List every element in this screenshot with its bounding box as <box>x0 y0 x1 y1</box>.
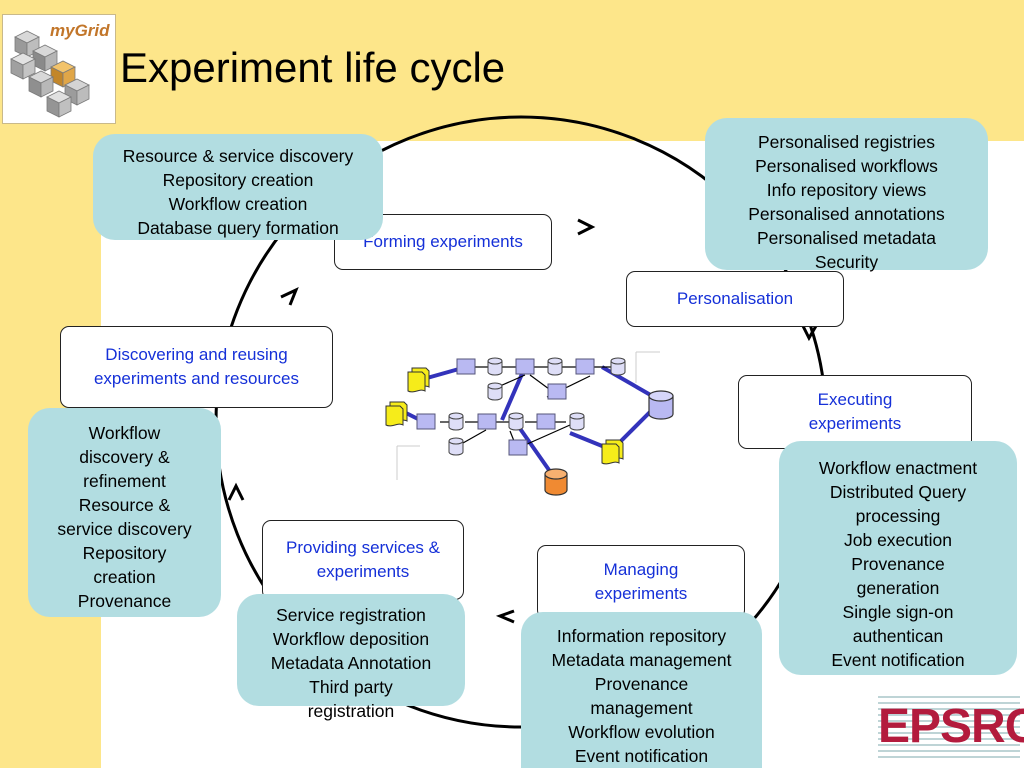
info-box-executing: Workflow enactment Distributed Query pro… <box>779 441 1017 675</box>
stage-providing-line: Providing services & <box>285 538 440 557</box>
info-discovering-item: Repository <box>82 543 167 563</box>
info-managing-item: Event notification <box>574 746 709 766</box>
info-executing-item: Event notification <box>831 650 965 670</box>
info-forming-item: Resource & service discovery <box>122 146 354 166</box>
epsrc-logo-text: EPSRC <box>878 700 1024 753</box>
stage-executing-experiments: Executing experiments <box>738 375 972 449</box>
info-box-personalisation: Personalised registries Personalised wor… <box>705 118 988 272</box>
mygrid-logo-text: myGrid <box>50 21 110 40</box>
info-box-discovering: Workflow discovery & refinement Resource… <box>28 408 221 617</box>
info-executing-item: Provenance <box>851 554 945 574</box>
info-personalisation-item: Personalised registries <box>757 132 936 152</box>
stage-executing-line: experiments <box>808 414 902 433</box>
workflow-graph <box>385 351 674 496</box>
info-personalisation-item: Info repository views <box>766 180 927 200</box>
cycle-arrow-top-icon <box>577 218 596 236</box>
info-personalisation-item: Personalised workflows <box>755 156 938 176</box>
stage-executing-line: Executing <box>817 390 893 409</box>
stage-discovering-reusing: Discovering and reusing experiments and … <box>60 326 333 408</box>
stage-managing-experiments: Managing experiments <box>537 545 745 619</box>
stage-forming-label: Forming experiments <box>363 232 523 251</box>
stage-personalisation: Personalisation <box>626 271 844 327</box>
info-box-managing: Information repository Metadata manageme… <box>521 612 762 768</box>
stage-discovering-line: experiments and resources <box>93 369 300 388</box>
stage-discovering-line: Discovering and reusing <box>105 345 288 364</box>
stage-personalisation-label: Personalisation <box>676 289 794 308</box>
info-executing-item: Workflow enactment <box>818 458 978 478</box>
info-executing-item: generation <box>856 578 940 598</box>
info-personalisation-item: Security <box>814 252 879 272</box>
cycle-arrow-left-icon <box>227 482 245 501</box>
page-title: Experiment life cycle <box>120 44 506 91</box>
info-personalisation-item: Personalised metadata <box>757 228 936 248</box>
info-discovering-item: discovery & <box>79 447 170 467</box>
info-discovering-item: creation <box>93 567 156 587</box>
info-providing-item: Metadata Annotation <box>270 653 432 673</box>
stage-managing-line: experiments <box>594 584 688 603</box>
info-executing-item: processing <box>855 506 941 526</box>
stage-providing-services: Providing services & experiments <box>262 520 464 600</box>
info-forming-item: Workflow creation <box>168 194 308 214</box>
cycle-arrow-right-upper-icon <box>800 323 818 342</box>
epsrc-logo: EPSRC <box>878 694 1024 760</box>
cycle-arrow-bottom-icon <box>495 609 515 624</box>
info-discovering-item: Resource & <box>78 495 171 515</box>
info-providing-item: Service registration <box>276 605 426 625</box>
info-forming-item: Database query formation <box>137 218 339 238</box>
info-managing-item: Information repository <box>556 626 727 646</box>
mygrid-logo: myGrid <box>2 14 116 124</box>
mygrid-cubes-icon <box>10 30 90 118</box>
info-providing-item: Workflow deposition <box>272 629 430 649</box>
info-personalisation-item: Personalised annotations <box>748 204 945 224</box>
info-executing-item: authentican <box>852 626 944 646</box>
info-providing-item: Third party <box>309 677 393 697</box>
info-discovering-item: refinement <box>83 471 166 491</box>
info-managing-item: management <box>590 698 693 718</box>
info-box-providing: Service registration Workflow deposition… <box>237 594 465 721</box>
info-providing-item: registration <box>307 701 395 721</box>
info-managing-item: Metadata management <box>551 650 732 670</box>
info-discovering-item: Provenance <box>77 591 172 611</box>
info-executing-item: Single sign-on <box>842 602 954 622</box>
stage-providing-line: experiments <box>316 562 410 581</box>
info-discovering-item: service discovery <box>57 519 192 539</box>
info-managing-item: Provenance <box>594 674 689 694</box>
cycle-arrow-upper-left-icon <box>280 287 299 306</box>
info-forming-item: Repository creation <box>162 170 314 190</box>
info-box-forming: Resource & service discovery Repository … <box>93 134 383 240</box>
stage-managing-line: Managing <box>603 560 679 579</box>
info-executing-item: Job execution <box>844 530 952 550</box>
info-managing-item: Workflow evolution <box>568 722 715 742</box>
info-discovering-item: Workflow <box>88 423 161 443</box>
info-executing-item: Distributed Query <box>829 482 967 502</box>
epsrc-stripes-icon <box>878 696 1020 758</box>
